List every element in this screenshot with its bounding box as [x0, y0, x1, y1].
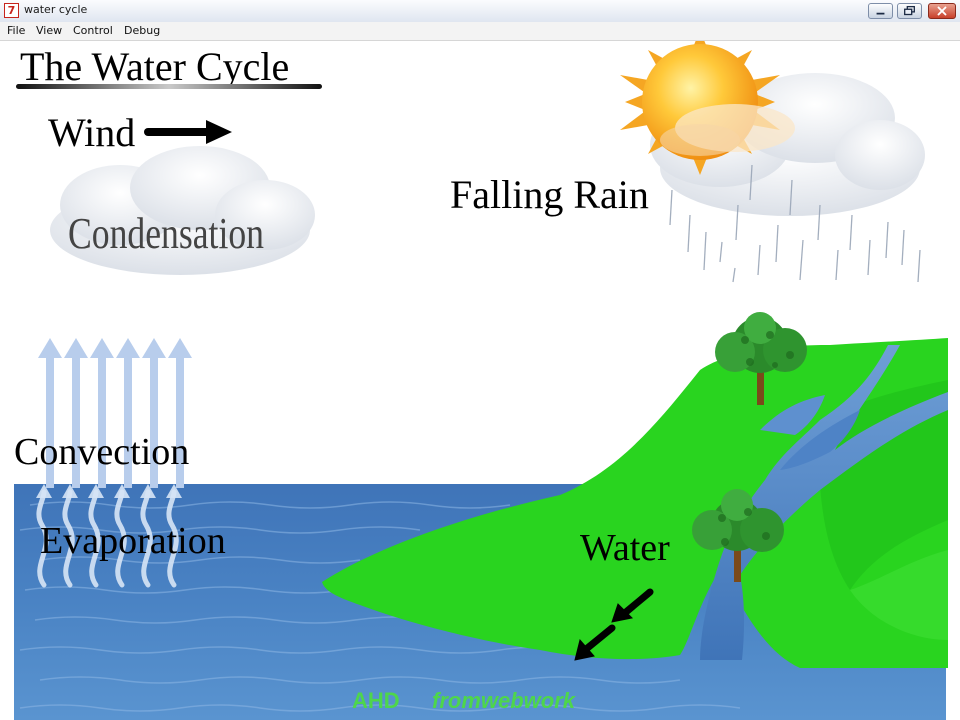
menu-control[interactable]: Control — [73, 24, 113, 37]
label-condensation: Condensation — [68, 209, 264, 258]
minimize-button[interactable] — [868, 3, 893, 19]
menu-debug[interactable]: Debug — [124, 24, 160, 37]
close-button[interactable] — [928, 3, 956, 19]
menu-file[interactable]: File — [7, 24, 25, 37]
close-icon — [929, 4, 955, 18]
restore-button[interactable] — [897, 3, 922, 19]
restore-icon — [898, 4, 921, 18]
diagram-canvas: The Water Cycle Wind Condensation Fallin… — [0, 41, 960, 720]
title-underline — [16, 84, 322, 89]
label-water: Water — [580, 527, 670, 569]
app-icon: 7 — [4, 3, 19, 18]
credit-suffix: fromwebwork — [432, 688, 577, 713]
credit-prefix: AHD — [352, 688, 400, 713]
label-wind: Wind — [48, 110, 135, 155]
menu-bar: File View Control Debug — [0, 22, 960, 41]
window-title: water cycle — [24, 3, 87, 16]
minimize-icon — [869, 4, 892, 18]
diagram-title: The Water Cycle — [20, 44, 289, 89]
title-bar[interactable]: 7 water cycle — [0, 0, 960, 23]
label-evaporation: Evaporation — [40, 520, 226, 562]
water-cycle-diagram: The Water Cycle Wind Condensation Fallin… — [0, 41, 960, 720]
label-convection: Convection — [14, 431, 189, 473]
label-falling-rain: Falling Rain — [450, 172, 649, 217]
wind-arrow-icon — [148, 120, 232, 144]
menu-view[interactable]: View — [36, 24, 62, 37]
